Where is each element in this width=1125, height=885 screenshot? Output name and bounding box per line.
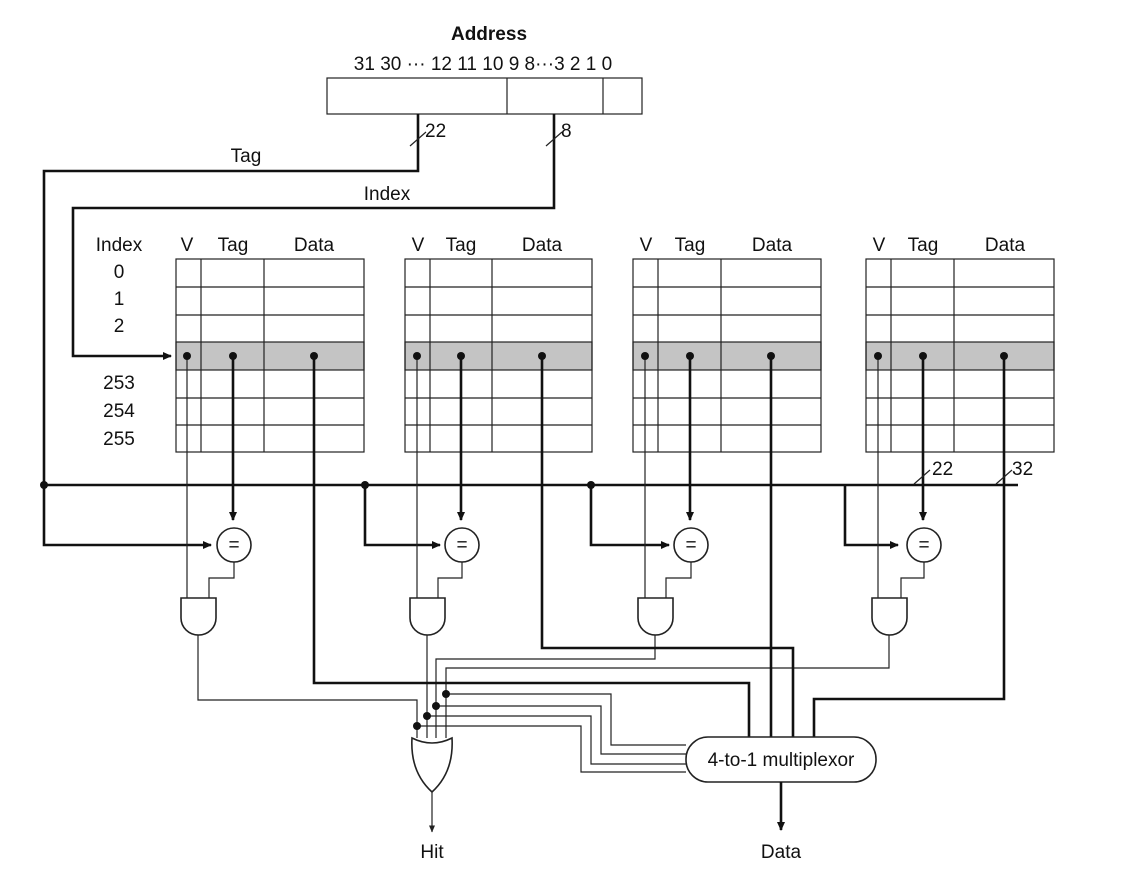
or-gate — [411, 736, 453, 794]
and-gate-1 — [409, 597, 446, 636]
index-signal-label: Index — [364, 184, 411, 205]
way0-tag-header: Tag — [218, 235, 249, 256]
comparator-0-symbol: = — [228, 535, 239, 556]
multiplexor: 4-to-1 multiplexor — [685, 736, 877, 783]
row-label-253: 253 — [103, 373, 135, 394]
and-gate-0 — [180, 597, 217, 636]
way2-data-header: Data — [752, 235, 793, 256]
comparator-1-symbol: = — [456, 535, 467, 556]
hit-label: Hit — [420, 842, 444, 863]
comparator-2-symbol: = — [685, 535, 696, 556]
row-label-2: 2 — [114, 316, 125, 337]
comparator-0: = — [216, 527, 252, 563]
row-select-dots — [183, 352, 1008, 360]
data-read-lines — [312, 356, 1013, 740]
index-bus — [71, 114, 563, 360]
address-register — [326, 77, 643, 115]
comparator-3: = — [906, 527, 942, 563]
tag-bus-width-label: 22 — [932, 459, 953, 480]
address-bit-labels: 31 30 ··· 12 11 10 9 8···3 2 1 0 — [354, 54, 612, 75]
row-label-255: 255 — [103, 429, 135, 450]
way0-v-header: V — [181, 235, 194, 256]
way3-data-header: Data — [985, 235, 1026, 256]
and-gate-2 — [637, 597, 674, 636]
tag-bus — [40, 114, 1018, 549]
cache-way-0: V Tag Data — [175, 235, 365, 453]
cache-way-2: V Tag Data — [632, 235, 822, 453]
way1-data-header: Data — [522, 235, 563, 256]
comparator-3-symbol: = — [918, 535, 929, 556]
data-output-label: Data — [761, 842, 802, 863]
way1-v-header: V — [412, 235, 425, 256]
row-label-0: 0 — [114, 262, 125, 283]
way3-v-header: V — [873, 235, 886, 256]
row-label-1: 1 — [114, 289, 125, 310]
way2-v-header: V — [640, 235, 653, 256]
and-gate-3 — [871, 597, 908, 636]
valid-and-compare-lines — [186, 356, 925, 598]
cache-way-1: V Tag Data — [404, 235, 593, 453]
tag-width-label: 22 — [425, 121, 446, 142]
index-header: Index — [96, 235, 143, 256]
way3-tag-header: Tag — [908, 235, 939, 256]
data-bus-width-label: 32 — [1012, 459, 1033, 480]
index-width-label: 8 — [561, 121, 572, 142]
tag-signal-label: Tag — [231, 146, 262, 167]
way1-tag-header: Tag — [446, 235, 477, 256]
row-label-254: 254 — [103, 401, 135, 422]
address-title: Address — [451, 24, 527, 45]
way2-tag-header: Tag — [675, 235, 706, 256]
comparator-1: = — [444, 527, 480, 563]
cache-way-3: V Tag Data — [865, 235, 1055, 453]
tag-read-lines — [229, 356, 931, 521]
way0-data-header: Data — [294, 235, 335, 256]
comparator-2: = — [673, 527, 709, 563]
mux-label: 4-to-1 multiplexor — [708, 750, 855, 771]
